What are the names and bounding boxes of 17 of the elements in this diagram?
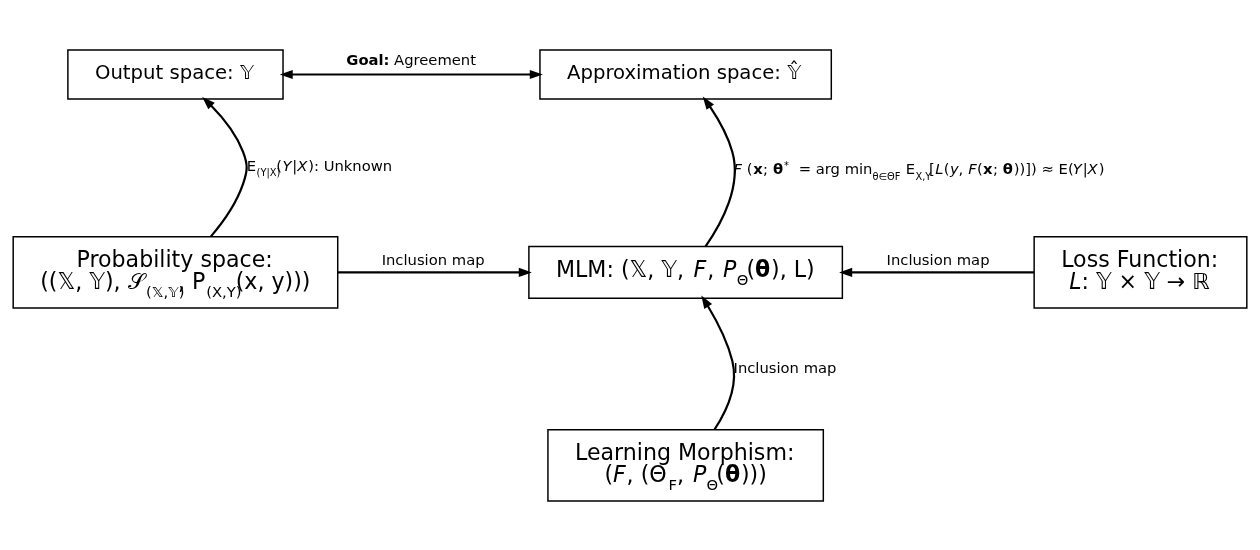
node-box: MLM: (𝕏, 𝕐, F, P$_{Θ}$(θ), L): [528, 245, 844, 299]
arrow: [702, 95, 736, 247]
edge-label: Inclusion map: [886, 250, 990, 268]
arrow: [701, 294, 736, 430]
edge-label: E$_{(Y|X)}$(Y|X): Unknown: [246, 156, 393, 178]
arrow: [839, 267, 1034, 277]
node-box: Approximation space: 𝕐̂: [539, 48, 833, 100]
arrow: [279, 69, 543, 79]
arrow: [202, 96, 248, 237]
node-box: Loss Function: L: 𝕐 × 𝕐 → ℝ: [1033, 235, 1248, 309]
node-box: Output space: 𝕐: [67, 48, 284, 100]
node-box: Learning Morphism: (F, (Θ$_{F}$, P$_{Θ}$(θ))): [547, 428, 825, 502]
edge-label: Inclusion map: [733, 358, 837, 376]
arrow: [337, 267, 532, 277]
node-box: Probability space: ((𝕏, 𝕐), 𝒮$_{(𝕏,𝕐)}$, P$_{(X,Y)}$(x, y))): [12, 235, 339, 309]
edge-label: Inclusion map: [381, 250, 485, 268]
edge-label: Goal: Agreement: [346, 50, 476, 68]
